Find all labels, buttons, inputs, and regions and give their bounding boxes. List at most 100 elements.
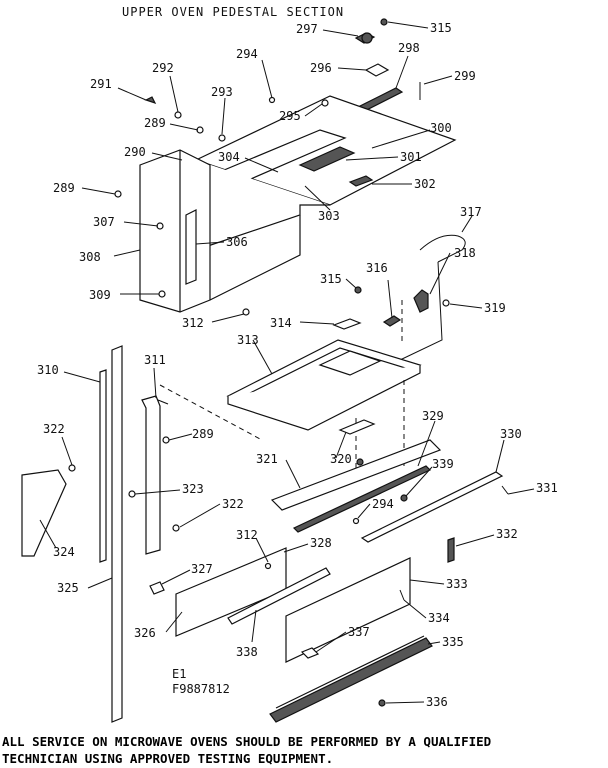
part-310-strip	[99, 369, 107, 563]
part-295-screw	[321, 99, 329, 107]
label-298: 298	[398, 41, 420, 55]
label-306: 306	[226, 235, 248, 249]
part-308-rear	[209, 215, 301, 301]
top-panel	[194, 95, 457, 206]
label-311: 311	[144, 353, 166, 367]
label-307: 307	[93, 215, 115, 229]
label-329: 329	[422, 409, 444, 423]
part-313-tray-side	[227, 365, 421, 431]
label-339: 339	[432, 457, 454, 471]
label-331: 331	[536, 481, 558, 495]
part-335-trim-edge	[275, 635, 425, 709]
part-312-screw-b	[264, 562, 272, 570]
part-317-wire	[399, 261, 443, 361]
label-301: 301	[400, 150, 422, 164]
label-325: 325	[57, 581, 79, 595]
service-notice-line1: ALL SERVICE ON MICROWAVE OVENS SHOULD BE…	[2, 734, 491, 749]
label-315-top: 315	[430, 21, 452, 35]
label-315: 315	[320, 272, 342, 286]
part-293-screw	[218, 134, 226, 142]
label-302: 302	[414, 177, 436, 191]
part-319-washer	[442, 299, 450, 307]
label-289-b: 289	[53, 181, 75, 195]
label-292: 292	[152, 61, 174, 75]
label-332: 332	[496, 527, 518, 541]
label-326: 326	[134, 626, 156, 640]
part-327-clip	[149, 581, 165, 595]
part-311-bracket	[141, 395, 161, 555]
label-293: 293	[211, 85, 233, 99]
part-301-vent	[298, 146, 356, 172]
label-314: 314	[270, 316, 292, 330]
part-number-labels: 297 315 296 298 299 294 292 293 291 295 …	[37, 21, 558, 709]
catalog-code-line1: E1	[172, 667, 186, 681]
part-336-screw	[378, 699, 386, 707]
label-304: 304	[218, 150, 240, 164]
label-336: 336	[426, 695, 448, 709]
label-295: 295	[279, 109, 301, 123]
part-312-screw	[242, 308, 250, 316]
label-290: 290	[124, 145, 146, 159]
label-289-d: 289	[192, 427, 214, 441]
label-321: 321	[256, 452, 278, 466]
label-303: 303	[318, 209, 340, 223]
part-289-screw-b	[114, 190, 122, 198]
part-338-rod	[227, 567, 331, 625]
part-330-strip	[360, 471, 504, 543]
label-328: 328	[310, 536, 332, 550]
part-289-screw-c	[356, 458, 364, 466]
leader-lines	[39, 21, 535, 704]
label-313: 313	[237, 333, 259, 347]
label-289-a: 289	[144, 116, 166, 130]
label-291: 291	[90, 77, 112, 91]
part-333-panel	[285, 557, 411, 663]
label-299: 299	[454, 69, 476, 83]
label-297: 297	[296, 22, 318, 36]
label-322: 322	[43, 422, 65, 436]
part-315-screw	[354, 286, 362, 294]
service-notice-line2: TECHNICIAN USING APPROVED TESTING EQUIPM…	[2, 751, 333, 766]
part-323-screw	[128, 490, 136, 498]
label-327: 327	[191, 562, 213, 576]
diagram-title: UPPER OVEN PEDESTAL SECTION	[122, 5, 344, 19]
label-320: 320	[330, 452, 352, 466]
part-296-clip	[364, 63, 390, 77]
label-309: 309	[89, 288, 111, 302]
label-312: 312	[182, 316, 204, 330]
part-331-screw	[501, 485, 509, 495]
part-289-screw-d	[162, 436, 170, 444]
part-320-panel	[338, 419, 376, 435]
part-311-flange	[157, 399, 169, 405]
part-322-screw-b	[172, 524, 180, 532]
guide-line-1	[159, 384, 263, 441]
part-302-slot	[348, 175, 374, 187]
part-332-clip	[447, 537, 455, 563]
part-335-trim	[269, 637, 433, 723]
label-318: 318	[454, 246, 476, 260]
part-294-screw	[268, 96, 276, 104]
label-308: 308	[79, 250, 101, 264]
label-337: 337	[348, 625, 370, 639]
part-322-screw	[68, 464, 76, 472]
label-322-b: 322	[222, 497, 244, 511]
part-324-bracket	[21, 469, 67, 557]
part-316-knob	[382, 315, 402, 327]
part-329-strip	[292, 465, 432, 533]
part-334-screw	[399, 589, 405, 601]
part-314-bracket	[332, 318, 362, 330]
part-318-switch	[413, 289, 429, 313]
label-333: 333	[446, 577, 468, 591]
part-317-cord	[419, 234, 466, 263]
part-339-screw	[400, 494, 408, 502]
label-335: 335	[442, 635, 464, 649]
label-330: 330	[500, 427, 522, 441]
part-294-screw-b	[352, 517, 360, 525]
label-317: 317	[460, 205, 482, 219]
label-334: 334	[428, 611, 450, 625]
part-292-washer	[174, 111, 182, 119]
label-338: 338	[236, 645, 258, 659]
label-294: 294	[236, 47, 258, 61]
label-310: 310	[37, 363, 59, 377]
label-296: 296	[310, 61, 332, 75]
